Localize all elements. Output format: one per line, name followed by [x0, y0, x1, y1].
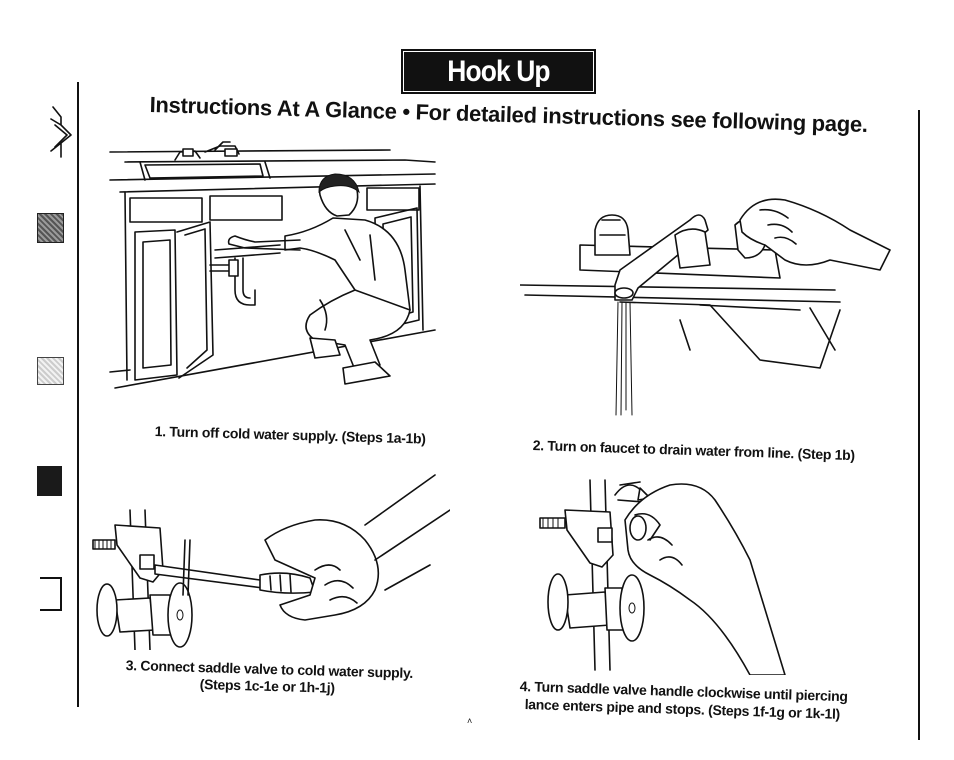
illustration-turn-valve-handle — [510, 470, 800, 675]
page-arrow-icon — [50, 106, 72, 158]
section-tab-icon — [37, 357, 64, 385]
step-1-caption: 1. Turn off cold water supply. (Steps 1a… — [154, 423, 426, 447]
page-title: Hook Up Water — [401, 49, 596, 129]
illustration-connect-saddle-valve — [85, 470, 450, 650]
section-tab-icon — [37, 466, 62, 496]
step-3-caption-line-2: (Steps 1c-1e or 1h-1j) — [199, 676, 335, 696]
page-mark: ˄ — [467, 716, 473, 726]
illustration-turn-off-supply — [105, 140, 440, 402]
left-border-rule — [77, 82, 79, 707]
page-title-text: Hook Up Water — [447, 55, 550, 129]
section-tab-icon — [40, 577, 62, 611]
right-border-rule — [918, 110, 920, 740]
illustration-drain-faucet — [520, 190, 895, 420]
step-2-caption: 2. Turn on faucet to drain water from li… — [532, 437, 856, 464]
section-tab-icon — [37, 213, 64, 243]
